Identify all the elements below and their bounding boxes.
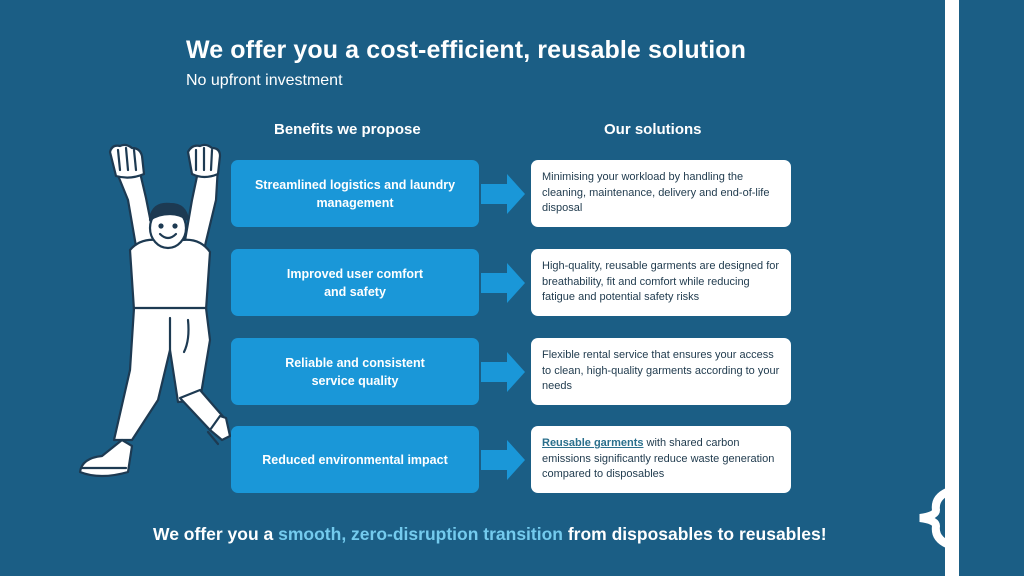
cheering-person-illustration — [78, 143, 232, 478]
solution-text: High-quality, reusable garments are desi… — [542, 260, 780, 304]
bracket-logo-icon — [919, 488, 954, 548]
solution-box: Reusable garments with shared carbon emi… — [531, 426, 791, 493]
solution-text-rest: with shared carbon emissions significant… — [542, 437, 775, 481]
solution-text: Flexible rental service that ensures you… — [542, 349, 780, 393]
right-arrow-icon — [481, 440, 525, 480]
footer-part2: from disposables to reusables! — [562, 524, 827, 544]
decorative-stripe — [945, 0, 959, 576]
benefit-label: Reduced environmental impact — [262, 452, 448, 467]
right-arrow-icon — [481, 174, 525, 214]
footer-part1: We offer you a — [153, 524, 279, 544]
page-subtitle: No upfront investment — [186, 72, 343, 89]
benefit-label: Streamlined logistics and laundry manage… — [254, 177, 456, 210]
solution-text: Reusable garments with shared carbon emi… — [542, 436, 781, 483]
solution-text: Minimising your workload by handling the… — [542, 171, 770, 215]
benefit-label: Improved user comfort and safety — [286, 266, 424, 299]
footer-tagline: We offer you a smooth, zero-disruption t… — [153, 524, 827, 545]
footer-accent: smooth, zero-disruption transition — [278, 524, 563, 544]
benefit-box: Streamlined logistics and laundry manage… — [231, 160, 479, 227]
solution-box: Minimising your workload by handling the… — [531, 160, 791, 227]
benefit-box: Reliable and consistent service quality — [231, 338, 479, 405]
right-arrow-icon — [481, 352, 525, 392]
benefit-box: Improved user comfort and safety — [231, 249, 479, 316]
benefit-box: Reduced environmental impact — [231, 426, 479, 493]
page-title: We offer you a cost-efficient, reusable … — [186, 36, 746, 64]
reusable-garments-link[interactable]: Reusable garments — [542, 437, 644, 450]
benefit-label: Reliable and consistent service quality — [285, 355, 425, 388]
solution-box: High-quality, reusable garments are desi… — [531, 249, 791, 316]
right-arrow-icon — [481, 263, 525, 303]
benefits-heading: Benefits we propose — [274, 121, 421, 138]
solutions-heading: Our solutions — [604, 121, 702, 138]
solution-box: Flexible rental service that ensures you… — [531, 338, 791, 405]
